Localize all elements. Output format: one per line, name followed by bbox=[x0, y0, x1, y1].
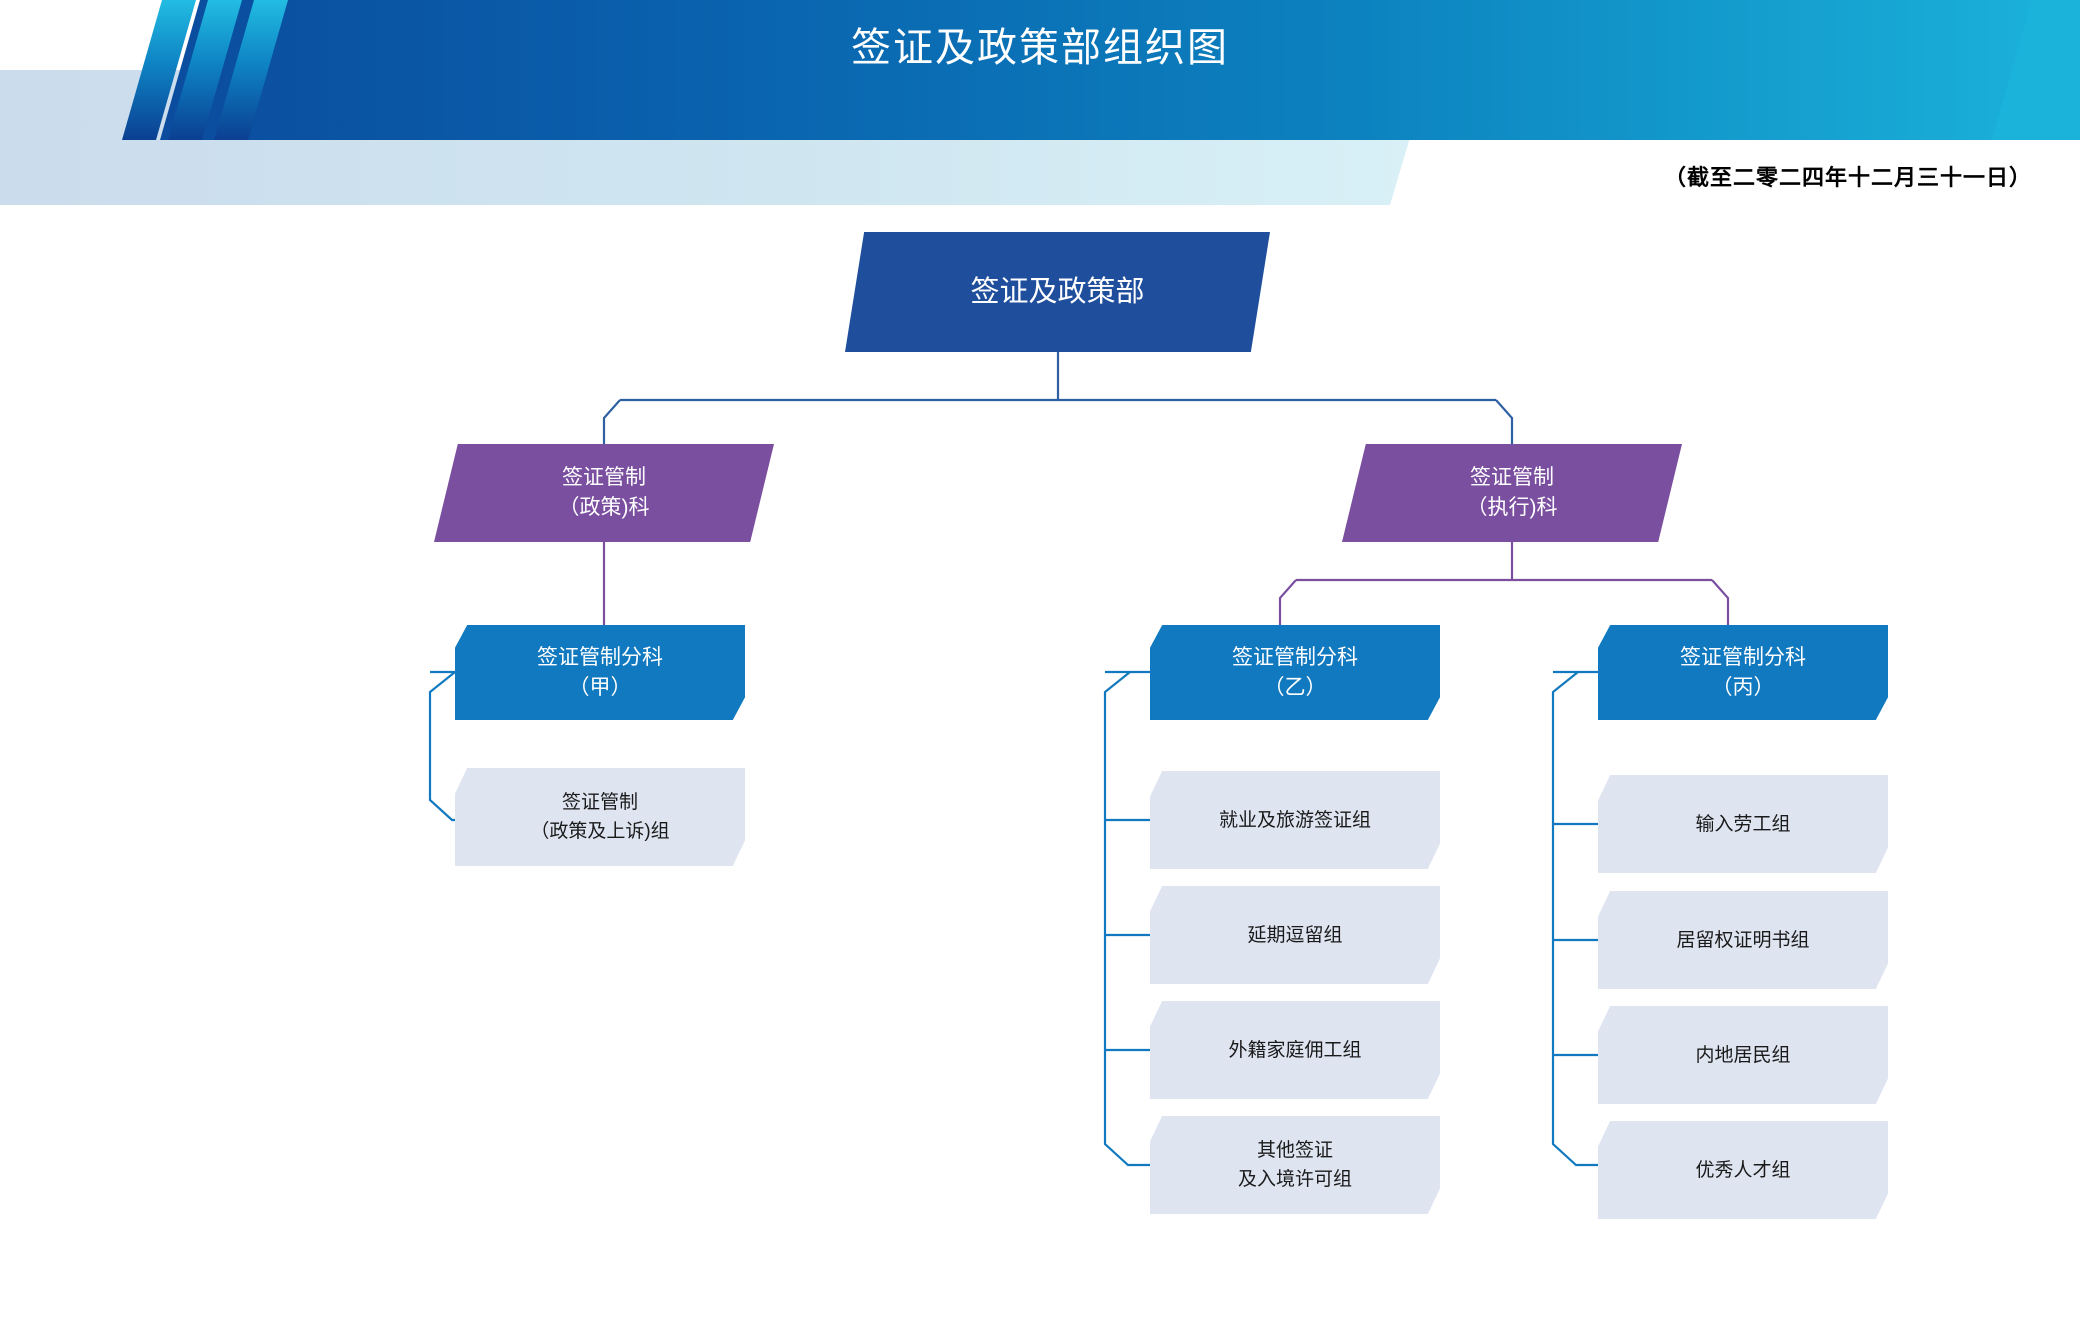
header-stripe-1 bbox=[122, 0, 196, 140]
node-team-b-2[interactable]: 延期逗留组 bbox=[1150, 886, 1440, 984]
node-team-c-3-label: 内地居民组 bbox=[1695, 1044, 1791, 1066]
node-team-c-1-label: 输入劳工组 bbox=[1695, 813, 1791, 835]
node-team-b-1-label: 就业及旅游签证组 bbox=[1218, 809, 1371, 831]
node-root-label: 签证及政策部 bbox=[970, 276, 1145, 308]
node-team-policy-appeals[interactable]: 签证管制 （政策及上诉)组 bbox=[455, 768, 745, 866]
node-root[interactable]: 签证及政策部 bbox=[845, 232, 1270, 352]
page-title: 签证及政策部组织图 bbox=[851, 26, 1229, 70]
link-root-to-enforcement bbox=[1495, 399, 1514, 452]
link-enforcement-to-sub-c bbox=[1711, 579, 1730, 632]
link-root-to-policy bbox=[602, 399, 621, 452]
node-team-c-2-label: 居留权证明书组 bbox=[1676, 929, 1810, 951]
node-team-c-4-label: 优秀人才组 bbox=[1695, 1159, 1791, 1181]
node-team-b-4-label: 其他签证 及入境许可组 bbox=[1237, 1140, 1352, 1190]
link-bus-sub-b bbox=[1103, 671, 1150, 1167]
node-subsection-sub-a[interactable]: 签证管制分科 （甲） bbox=[455, 625, 745, 720]
as-of-date: （截至二零二四年十二月三十一日） bbox=[1663, 165, 2032, 190]
node-team-b-3[interactable]: 外籍家庭佣工组 bbox=[1150, 1001, 1440, 1099]
node-section-policy[interactable]: 签证管制 （政策)科 bbox=[434, 444, 774, 542]
node-subsection-sub-a-label: 签证管制分科 （甲） bbox=[537, 645, 663, 699]
header-banner-right-edge bbox=[1992, 0, 2080, 140]
node-subsection-sub-c-label: 签证管制分科 （丙） bbox=[1680, 645, 1806, 699]
node-team-c-2[interactable]: 居留权证明书组 bbox=[1598, 891, 1888, 989]
node-team-c-3[interactable]: 内地居民组 bbox=[1598, 1006, 1888, 1104]
node-team-b-3-label: 外籍家庭佣工组 bbox=[1228, 1039, 1362, 1061]
node-team-policy-appeals-label: 签证管制 （政策及上诉)组 bbox=[530, 792, 670, 842]
node-team-c-1[interactable]: 输入劳工组 bbox=[1598, 775, 1888, 873]
node-team-c-4[interactable]: 优秀人才组 bbox=[1598, 1121, 1888, 1219]
node-section-enforcement-label: 签证管制 （执行)科 bbox=[1466, 466, 1558, 519]
header-main-banner bbox=[160, 0, 2080, 140]
link-bus-sub-c bbox=[1551, 671, 1598, 1167]
node-subsection-sub-c[interactable]: 签证管制分科 （丙） bbox=[1598, 625, 1888, 720]
link-bus-sub-a bbox=[428, 671, 456, 822]
header-stripe-3 bbox=[214, 0, 288, 140]
link-enforcement-to-sub-b bbox=[1278, 579, 1297, 632]
node-team-b-4[interactable]: 其他签证 及入境许可组 bbox=[1150, 1116, 1440, 1214]
header-banner-graphic bbox=[0, 0, 2080, 205]
node-team-b-1[interactable]: 就业及旅游签证组 bbox=[1150, 771, 1440, 869]
node-subsection-sub-b[interactable]: 签证管制分科 （乙） bbox=[1150, 625, 1440, 720]
node-section-policy-label: 签证管制 （政策)科 bbox=[558, 466, 650, 519]
node-subsection-sub-b-label: 签证管制分科 （乙） bbox=[1232, 645, 1358, 699]
header-stripe-2 bbox=[168, 0, 242, 140]
node-section-enforcement[interactable]: 签证管制 （执行)科 bbox=[1342, 444, 1682, 542]
page-header: 签证及政策部组织图 （截至二零二四年十二月三十一日） bbox=[0, 0, 2080, 215]
node-team-b-2-label: 延期逗留组 bbox=[1247, 924, 1343, 946]
